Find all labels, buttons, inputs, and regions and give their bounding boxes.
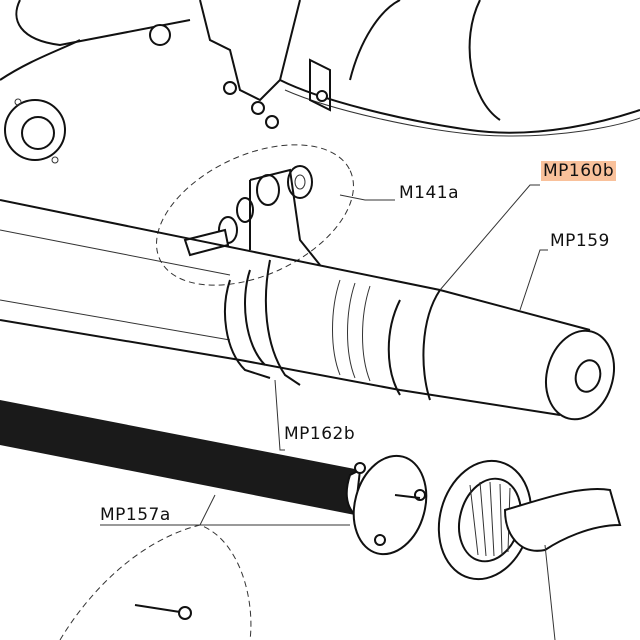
end-cap-assembly [352, 454, 622, 581]
rivet-detail [59, 524, 252, 640]
label-mp162b[interactable]: MP162b [284, 424, 356, 444]
baffle-mp157a [0, 400, 362, 518]
tailpipe-mp159 [0, 199, 615, 421]
label-m141a[interactable]: M141a [399, 183, 460, 203]
label-mp160b[interactable]: MP160b [541, 161, 617, 181]
m141a-bracket-kit [156, 144, 354, 286]
label-mp157a[interactable]: MP157a [100, 505, 171, 525]
upper-muffler-assembly [0, 0, 640, 164]
clamp-mp162b [224, 259, 301, 386]
leader-lines [100, 184, 556, 640]
label-mp159[interactable]: MP159 [550, 231, 610, 251]
